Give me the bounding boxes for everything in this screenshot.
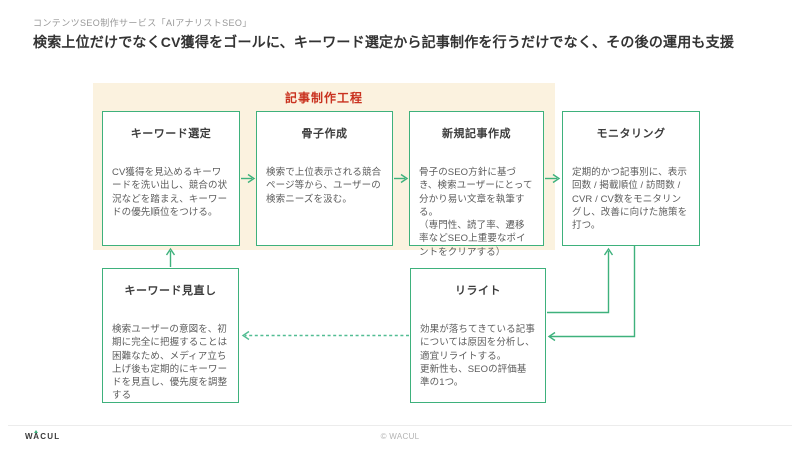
box-body: 検索ユーザーの意図を、初期に完全に把握することは困難なため、メディア立ち上げ後も… [112, 324, 228, 402]
process-box-keyword-selection: キーワード選定 CV獲得を見込めるキーワードを洗い出し、競合の状況などを踏まえ、… [102, 111, 240, 246]
process-box-monitoring: モニタリング 定期的かつ記事別に、表示回数 / 掲載順位 / 訪問数 / CVR… [562, 111, 700, 246]
slide-title: 検索上位だけでなくCV獲得をゴールに、キーワード選定から記事制作を行うだけでなく… [33, 34, 735, 50]
process-box-outline: 骨子作成 検索で上位表示される競合ページ等から、ユーザーの検索ニーズを汲む。 [256, 111, 393, 246]
box-title: 骨子作成 [301, 128, 348, 140]
arrow-monitoring-to-rewrite [547, 246, 636, 342]
box-body: CV獲得を見込めるキーワードを洗い出し、競合の状況などを踏まえ、キーワードの優先… [112, 167, 228, 218]
box-title: キーワード選定 [130, 128, 212, 140]
logo-accent-icon [34, 430, 38, 433]
process-box-keyword-review: キーワード見直し 検索ユーザーの意図を、初期に完全に把握することは困難なため、メ… [102, 268, 239, 403]
box-body: 効果が落ちてきている記事については原因を分析し、適宜リライトする。 更新性も、S… [420, 324, 535, 389]
box-title: リライト [455, 285, 501, 297]
arrow-rewrite-to-keyword-review-dashed [241, 330, 409, 341]
panel-label: 記事制作工程 [284, 91, 363, 105]
wacul-logo: WACUL [25, 430, 61, 441]
box-title: キーワード見直し [124, 285, 217, 297]
arrow-keyword-review-to-keyword-selection [165, 247, 176, 267]
box-body: 検索で上位表示される競合ページ等から、ユーザーの検索ニーズを汲む。 [266, 167, 382, 205]
box-title: 新規記事作成 [442, 128, 511, 140]
arrow-rewrite-to-monitoring [547, 247, 614, 314]
box-body: 定期的かつ記事別に、表示回数 / 掲載順位 / 訪問数 / CVR / CV数を… [572, 167, 688, 232]
wacul-logo-text: WACUL [25, 432, 61, 441]
process-box-new-article: 新規記事作成 骨子のSEO方針に基づき、検索ユーザーにとって分かり易い文章を執筆… [409, 111, 544, 258]
service-eyebrow: コンテンツSEO制作サービス「AIアナリストSEO」 [33, 18, 252, 28]
copyright-text: © WACUL [380, 432, 420, 441]
box-title: モニタリング [596, 128, 666, 140]
process-box-rewrite: リライト 効果が落ちてきている記事については原因を分析し、適宜リライトする。 更… [410, 268, 546, 403]
footer-divider [8, 425, 792, 426]
box-body: 骨子のSEO方針に基づき、検索ユーザーにとって分かり易い文章を執筆する。 （専門… [419, 167, 533, 258]
